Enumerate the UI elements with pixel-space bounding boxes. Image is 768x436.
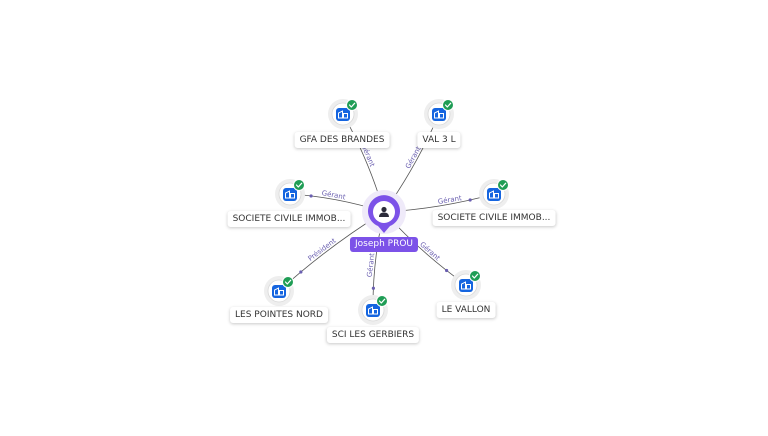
person-icon — [379, 206, 389, 217]
nodes — [264, 99, 509, 325]
edge-arrow-icon — [468, 198, 472, 202]
company-label-val-3-l[interactable]: VAL 3 L — [417, 132, 461, 148]
company-label-societe-civile-immob-left[interactable]: SOCIETE CIVILE IMMOB... — [227, 211, 351, 227]
building-icon — [366, 304, 380, 317]
verified-check-icon — [469, 270, 481, 282]
edge-role-label: Gérant — [418, 240, 441, 262]
company-node[interactable] — [275, 179, 305, 209]
verified-check-icon — [497, 179, 509, 191]
company-label-sci-les-gerbiers[interactable]: SCI LES GERBIERS — [326, 327, 420, 343]
building-icon — [272, 285, 286, 298]
company-node[interactable] — [358, 295, 388, 325]
verified-check-icon — [346, 99, 358, 111]
edge-role-label: Gérant — [366, 252, 377, 277]
verified-check-icon — [376, 295, 388, 307]
edge-arrow-icon — [309, 194, 313, 198]
company-node[interactable] — [424, 99, 454, 129]
company-label-societe-civile-immob-right[interactable]: SOCIETE CIVILE IMMOB... — [432, 210, 556, 226]
edge-arrow-icon — [299, 270, 303, 274]
company-node[interactable] — [264, 276, 294, 306]
person-node[interactable] — [362, 190, 406, 234]
company-node[interactable] — [328, 99, 358, 129]
edge-role-label: Président — [307, 237, 338, 263]
building-icon — [487, 188, 501, 201]
company-label-les-pointes-nord[interactable]: LES POINTES NORD — [230, 307, 328, 323]
edge-role-label: Gérant — [437, 194, 462, 206]
building-icon — [432, 108, 446, 121]
edge-arrow-icon — [444, 268, 449, 273]
building-icon — [459, 279, 473, 292]
edge-arrow-icon — [371, 286, 375, 290]
company-node[interactable] — [479, 179, 509, 209]
verified-check-icon — [442, 99, 454, 111]
company-label-le-vallon[interactable]: LE VALLON — [436, 302, 496, 318]
verified-check-icon — [282, 276, 294, 288]
company-label-gfa-des-brandes[interactable]: GFA DES BRANDES — [294, 132, 390, 148]
building-icon — [336, 108, 350, 121]
verified-check-icon — [293, 179, 305, 191]
company-node[interactable] — [451, 270, 481, 300]
person-name-label[interactable]: Joseph PROU — [349, 237, 419, 252]
building-icon — [283, 188, 297, 201]
